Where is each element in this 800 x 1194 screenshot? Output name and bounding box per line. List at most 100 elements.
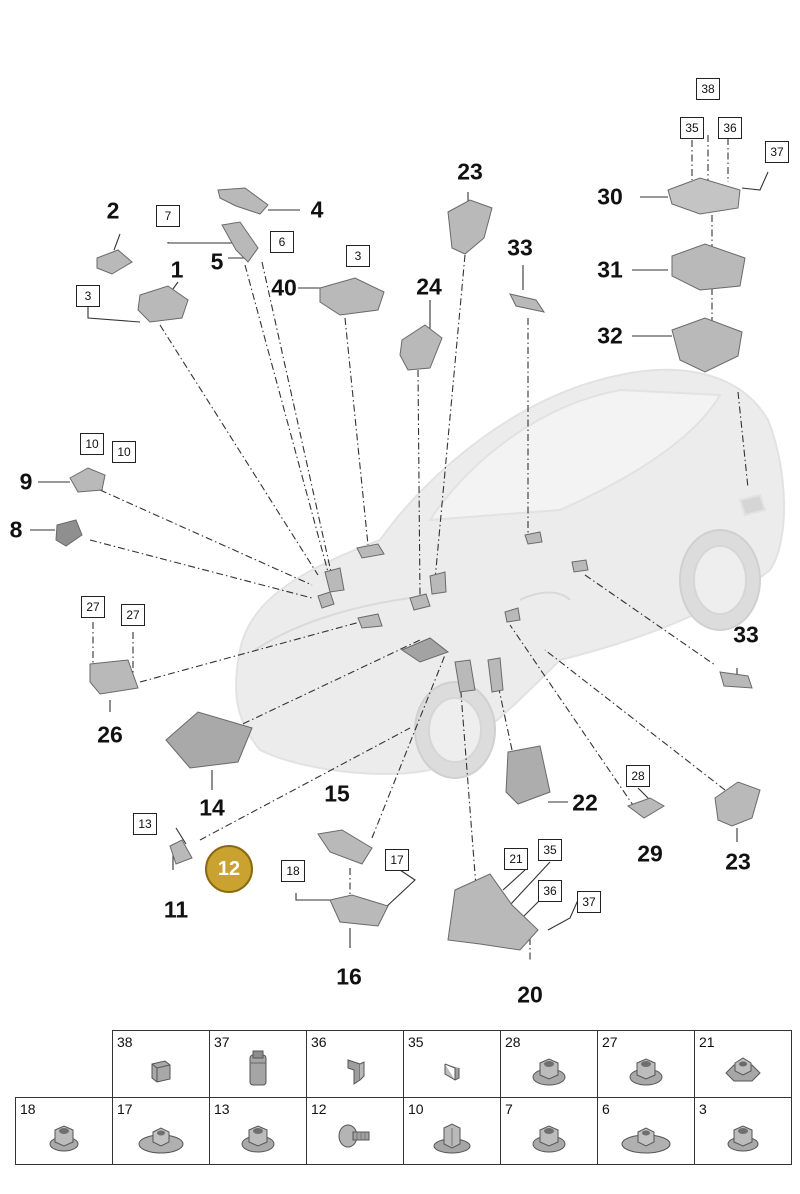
hardware-number: 37	[214, 1034, 230, 1050]
hardware-cell-13[interactable]: 13	[209, 1097, 307, 1165]
part-14-tray	[165, 711, 253, 769]
callout-9: 9	[19, 468, 33, 495]
hardware-cell-36[interactable]: 36	[306, 1030, 404, 1098]
callout-16: 16	[336, 963, 362, 990]
boxref-17: 17	[385, 849, 409, 871]
hardware-cell-28[interactable]: 28	[500, 1030, 598, 1098]
boxref-13: 13	[133, 813, 157, 835]
flange-nut-icon	[532, 1125, 566, 1153]
boxref-36-top: 36	[718, 117, 742, 139]
callout-22: 22	[572, 789, 598, 816]
boxref-36-bottom: 36	[538, 880, 562, 902]
hardware-cell-7[interactable]: 7	[500, 1097, 598, 1165]
car-part-g	[400, 637, 450, 663]
hardware-cell-10[interactable]: 10	[403, 1097, 501, 1165]
hardware-cell-17[interactable]: 17	[112, 1097, 210, 1165]
boxref-27-left: 27	[81, 596, 105, 618]
boxref-7: 7	[156, 205, 180, 227]
boxref-3-upper: 3	[346, 245, 370, 267]
boxref-21: 21	[504, 848, 528, 870]
part-11-clip	[169, 839, 193, 865]
hex-nut-icon	[727, 1125, 759, 1152]
car-part-a	[317, 591, 335, 609]
washer-nut-icon	[621, 1127, 671, 1154]
callout-4: 4	[310, 196, 324, 223]
flange-nut-icon	[629, 1058, 663, 1086]
hardware-number: 35	[408, 1034, 424, 1050]
car-part-j	[524, 531, 543, 545]
boxref-37-bottom: 37	[577, 891, 601, 913]
hardware-number: 12	[311, 1101, 327, 1117]
leader-lines	[89, 135, 749, 960]
part-33-upper-sensor	[509, 293, 546, 313]
hardware-cell-37[interactable]: 37	[209, 1030, 307, 1098]
hardware-number: 27	[602, 1034, 618, 1050]
hardware-number: 18	[20, 1101, 36, 1117]
hardware-number: 6	[602, 1101, 610, 1117]
callout-32: 32	[597, 322, 623, 349]
flange-nut-icon	[241, 1125, 275, 1153]
part-23-upper-bracket	[447, 199, 493, 255]
callout-12-highlighted[interactable]: 12	[205, 845, 253, 893]
boxref-37-top: 37	[765, 141, 789, 163]
hardware-number: 10	[408, 1101, 424, 1117]
hardware-cell-21[interactable]: 21	[694, 1030, 792, 1098]
callout-31: 31	[597, 256, 623, 283]
car-part-i	[487, 657, 504, 693]
callout-24: 24	[416, 273, 442, 300]
hardware-cell-3[interactable]: 3	[694, 1097, 792, 1165]
callout-40: 40	[271, 274, 297, 301]
callout-1: 1	[170, 256, 184, 283]
callout-8: 8	[9, 516, 23, 543]
hardware-cell-6[interactable]: 6	[597, 1097, 695, 1165]
callout-15: 15	[324, 780, 350, 807]
washer-nut-icon	[138, 1127, 184, 1154]
car-part-c	[356, 543, 385, 559]
part-8-switch	[55, 519, 83, 547]
part-22-module	[505, 745, 551, 805]
part-30-bracket	[667, 177, 741, 215]
cage-nut-icon	[433, 1123, 471, 1154]
cube-clip-icon	[151, 1060, 171, 1083]
hardware-cell-18[interactable]: 18	[15, 1097, 113, 1165]
hardware-cell-35[interactable]: 35	[403, 1030, 501, 1098]
hardware-cell-27[interactable]: 27	[597, 1030, 695, 1098]
hardware-number: 36	[311, 1034, 327, 1050]
part-16-bracket	[329, 894, 389, 927]
hardware-number: 21	[699, 1034, 715, 1050]
hardware-cell-38[interactable]: 38	[112, 1030, 210, 1098]
callout-2: 2	[106, 197, 120, 224]
hex-nut-icon	[725, 1057, 761, 1082]
part-33-lower-sensor	[719, 671, 753, 689]
flat-clip-icon	[444, 1063, 460, 1081]
boxref-6: 6	[270, 231, 294, 253]
part-20-bracket	[447, 873, 539, 951]
hex-nut-icon	[49, 1125, 79, 1152]
part-artwork	[55, 177, 761, 951]
part-31-module	[671, 243, 746, 291]
boxref-35-top: 35	[680, 117, 704, 139]
hardware-number: 13	[214, 1101, 230, 1117]
part-29-sensor	[626, 797, 665, 819]
boxref-10-right: 10	[112, 441, 136, 463]
spring-clip-icon	[347, 1059, 365, 1085]
callout-29: 29	[637, 840, 663, 867]
hardware-row-2: 18 17 13 12 10 7 6 3	[15, 1097, 792, 1165]
hardware-cell-12[interactable]: 12	[306, 1097, 404, 1165]
boxref-10-left: 10	[80, 433, 104, 455]
callout-33-top: 33	[507, 234, 533, 261]
part-4-bracket	[217, 187, 269, 215]
part-1-module	[137, 285, 189, 323]
car-part-f	[429, 571, 447, 595]
car-part-d	[357, 613, 383, 629]
part-5-bracket	[221, 221, 259, 263]
part-32-module	[671, 317, 743, 373]
callout-11: 11	[163, 896, 189, 923]
callout-5: 5	[210, 248, 224, 275]
hardware-number: 17	[117, 1101, 133, 1117]
boxref-18: 18	[281, 860, 305, 882]
part-9-bracket	[69, 467, 106, 493]
car-part-l	[504, 607, 521, 623]
callout-14: 14	[199, 794, 225, 821]
